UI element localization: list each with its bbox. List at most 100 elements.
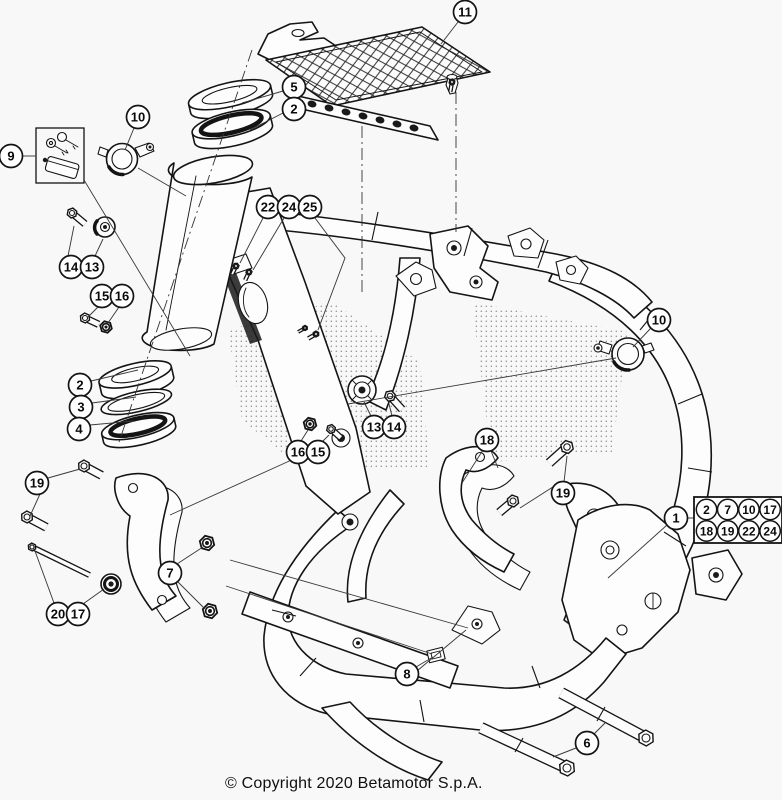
callout-number: 14: [387, 420, 402, 435]
callout-number: 13: [367, 420, 381, 435]
rubber-mount-right: [347, 375, 377, 405]
hex-bolt: [496, 494, 520, 517]
leader-line: [241, 90, 284, 104]
leader-line: [388, 403, 393, 417]
callout-20: 20: [34, 550, 71, 627]
leader-line: [593, 722, 606, 735]
callout-circle: [474, 427, 500, 453]
callout-circle: [281, 96, 307, 122]
callout-circle: [0, 143, 24, 169]
callout-number: 15: [95, 289, 109, 304]
callout-number: 18: [480, 433, 494, 448]
callout-17: 17: [65, 588, 105, 627]
callout-4: 4: [66, 416, 135, 442]
callout-number: 11: [458, 5, 472, 20]
callout-number: 25: [303, 200, 317, 215]
reference-number: 24: [763, 524, 777, 538]
rear-plates: [559, 482, 743, 661]
callout-10: 10: [632, 307, 672, 348]
callout-circle: [65, 601, 91, 627]
hex-bolt: [383, 390, 406, 413]
callout-10: 10: [124, 104, 151, 151]
callout-1: 1: [607, 505, 694, 579]
reference-circle: [737, 498, 760, 521]
hex-bolt: [66, 207, 88, 227]
callout-circle: [125, 104, 151, 130]
callout-number: 19: [30, 476, 44, 491]
callout-14: 14: [58, 225, 84, 280]
footpeg-part: [257, 21, 491, 141]
callout-number: 10: [131, 110, 145, 125]
callout-number: 14: [64, 260, 79, 275]
cradle-rear-rail: [346, 489, 405, 603]
reference-number: 19: [721, 524, 735, 538]
lock-kit: [35, 127, 85, 184]
leader-line: [461, 449, 484, 484]
lower-bearing-rings: [98, 360, 177, 449]
callout-circle: [646, 307, 672, 333]
callout-circle: [297, 194, 323, 220]
callout-circle: [79, 254, 105, 280]
reference-circle: [759, 498, 782, 521]
alignment-line: [137, 167, 187, 197]
leader-line: [314, 217, 346, 331]
callout-circle: [109, 283, 135, 309]
hex-nut: [201, 602, 219, 620]
callout-number: 22: [261, 200, 275, 215]
callout-number: 2: [290, 102, 297, 117]
leader-line: [34, 550, 55, 604]
reference-number: 10: [742, 503, 756, 517]
leader-line: [176, 546, 204, 565]
reference-circle: [695, 520, 718, 542]
leader-line: [91, 396, 137, 404]
callout-11: 11: [440, 0, 478, 45]
callout-number: 16: [291, 445, 305, 460]
callout-9: 9: [0, 143, 36, 169]
hex-bolt: [307, 330, 320, 341]
callout-8: 8: [394, 629, 467, 687]
footpeg-mount-tower: [395, 225, 589, 301]
leader-line: [440, 21, 459, 45]
reference-circle: [716, 498, 739, 521]
callout-19: 19: [519, 455, 576, 509]
reference-circle: [716, 520, 739, 542]
alignment-line: [229, 559, 469, 629]
callout-number: 15: [311, 445, 325, 460]
callout-15: 15: [87, 283, 115, 318]
frame-illustration: [35, 21, 743, 781]
callout-circle: [452, 0, 478, 25]
hex-bolt: [27, 542, 91, 578]
callout-number: 13: [85, 260, 99, 275]
callout-circle: [574, 730, 600, 756]
leader-line: [176, 580, 206, 610]
hex-bolt: [243, 268, 253, 282]
leader-line: [89, 420, 135, 426]
callout-circle: [24, 470, 50, 496]
clamp-left: [97, 142, 155, 177]
hex-bolt: [297, 324, 308, 334]
leader-line: [607, 524, 668, 579]
leader-line: [552, 747, 577, 758]
hex-bolt: [325, 423, 343, 441]
callout-number: 8: [403, 667, 410, 682]
callout-2: 2: [249, 96, 307, 131]
leader-line: [107, 306, 120, 324]
callout-number: 9: [7, 149, 14, 164]
clamp-right: [593, 337, 655, 372]
reference-number: 18: [700, 524, 714, 538]
callout-number: 10: [652, 313, 666, 328]
engine-bracket-left: [100, 472, 191, 623]
leader-line: [82, 588, 105, 605]
reference-number: 7: [724, 503, 731, 517]
centerline: [117, 49, 253, 446]
callout-circle: [157, 560, 183, 586]
callout-number: 20: [51, 607, 65, 622]
callout-15: 15: [305, 434, 331, 465]
callout-13: 13: [79, 238, 105, 280]
leader-line: [252, 217, 285, 271]
callout-circle: [381, 414, 407, 440]
callout-number: 24: [282, 200, 297, 215]
callout-13: 13: [361, 401, 387, 440]
